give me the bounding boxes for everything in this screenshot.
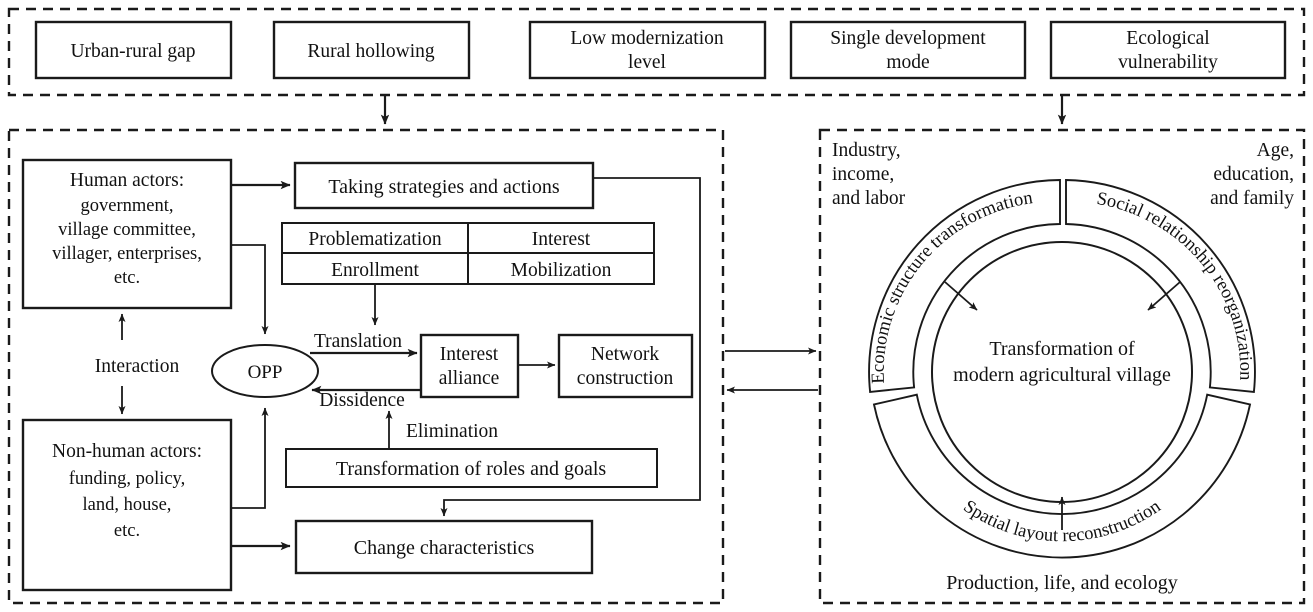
interest-alliance-line1: Interest [440, 344, 499, 365]
top-panel-border [7, 7, 1306, 97]
translation-moments-matrix: Problematization Interest Enrollment Mob… [281, 222, 655, 285]
corner-left-line1: Industry, [832, 140, 901, 161]
human-actors-line1: Human actors: [70, 170, 184, 191]
matrix-cell-interest: Interest [532, 229, 591, 250]
non-human-actors-line2: funding, policy, [69, 469, 185, 489]
change-characteristics-box: Change characteristics [294, 519, 594, 575]
human-actors-line5: etc. [114, 268, 140, 288]
matrix-cell-mobilization: Mobilization [511, 260, 612, 281]
top-box-label-line1: Low modernization [570, 28, 723, 49]
arrow-economic-into-center [944, 281, 978, 311]
top-box-label-line2: mode [886, 52, 929, 73]
taking-strategies-box: Taking strategies and actions [293, 161, 595, 210]
matrix-cell-problematization: Problematization [308, 229, 441, 250]
arrow-social-into-center [1147, 281, 1181, 311]
arrow-human-to-opp [231, 244, 269, 335]
top-box-label: Urban-rural gap [70, 41, 195, 62]
top-box-label-line2: vulnerability [1118, 52, 1218, 73]
corner-right-line1: Age, [1257, 140, 1294, 161]
top-box-single-development-mode: Single development mode [789, 20, 1027, 80]
corner-right-line2: education, [1213, 164, 1294, 185]
network-construction-line1: Network [591, 344, 659, 365]
right-panel-corner-left-caption: Industry, income, and labor [832, 140, 906, 209]
top-box-label-line1: Ecological [1126, 28, 1210, 49]
human-actors-line3: village committee, [58, 220, 196, 240]
arrow-nonhuman-to-opp [231, 407, 269, 509]
non-human-actors-line4: etc. [114, 521, 140, 541]
transformation-roles-label: Transformation of roles and goals [336, 458, 607, 480]
non-human-actors-line3: land, house, [83, 495, 172, 515]
interest-alliance-line2: alliance [439, 368, 500, 389]
human-actors-box: Human actors: government, village commit… [21, 158, 233, 310]
corner-right-line3: and family [1210, 188, 1294, 209]
non-human-actors-box: Non-human actors: funding, policy, land,… [21, 418, 233, 592]
interest-alliance-box: Interest alliance [419, 333, 520, 399]
human-actors-line2: government, [81, 196, 174, 216]
center-line2: modern agricultural village [953, 364, 1171, 386]
top-box-urban-rural-gap: Urban-rural gap [34, 20, 233, 80]
top-box-label: Rural hollowing [307, 41, 435, 62]
transformation-roles-box: Transformation of roles and goals [285, 448, 658, 488]
top-box-rural-hollowing: Rural hollowing [272, 20, 471, 80]
corner-left-line3: and labor [832, 188, 906, 209]
change-characteristics-label: Change characteristics [354, 537, 535, 559]
non-human-actors-line1: Non-human actors: [52, 441, 202, 462]
right-panel-border [818, 128, 1306, 605]
right-panel-corner-right-caption: Age, education, and family [1210, 140, 1294, 209]
taking-strategies-label: Taking strategies and actions [328, 176, 560, 198]
dissidence-label: Dissidence [319, 390, 405, 411]
top-box-low-modernization-level: Low modernization level [528, 20, 767, 80]
left-panel-border [7, 128, 725, 605]
interaction-label: Interaction [95, 356, 180, 377]
top-box-label-line1: Single development [830, 28, 986, 49]
human-actors-line4: villager, enterprises, [52, 244, 202, 264]
network-construction-box: Network construction [557, 333, 694, 399]
center-line1: Transformation of [989, 338, 1135, 360]
matrix-cell-enrollment: Enrollment [331, 260, 419, 281]
routing-strategies-to-change [440, 177, 701, 517]
network-construction-line2: construction [577, 368, 674, 389]
top-box-label-line2: level [628, 52, 666, 73]
corner-left-line2: income, [832, 164, 894, 185]
opp-label: OPP [248, 362, 283, 383]
opp-node: OPP [211, 344, 319, 398]
bottom-caption: Production, life, and ecology [946, 572, 1178, 594]
translation-label: Translation [314, 331, 402, 352]
elimination-label: Elimination [406, 421, 498, 442]
top-box-ecological-vulnerability: Ecological vulnerability [1049, 20, 1287, 80]
